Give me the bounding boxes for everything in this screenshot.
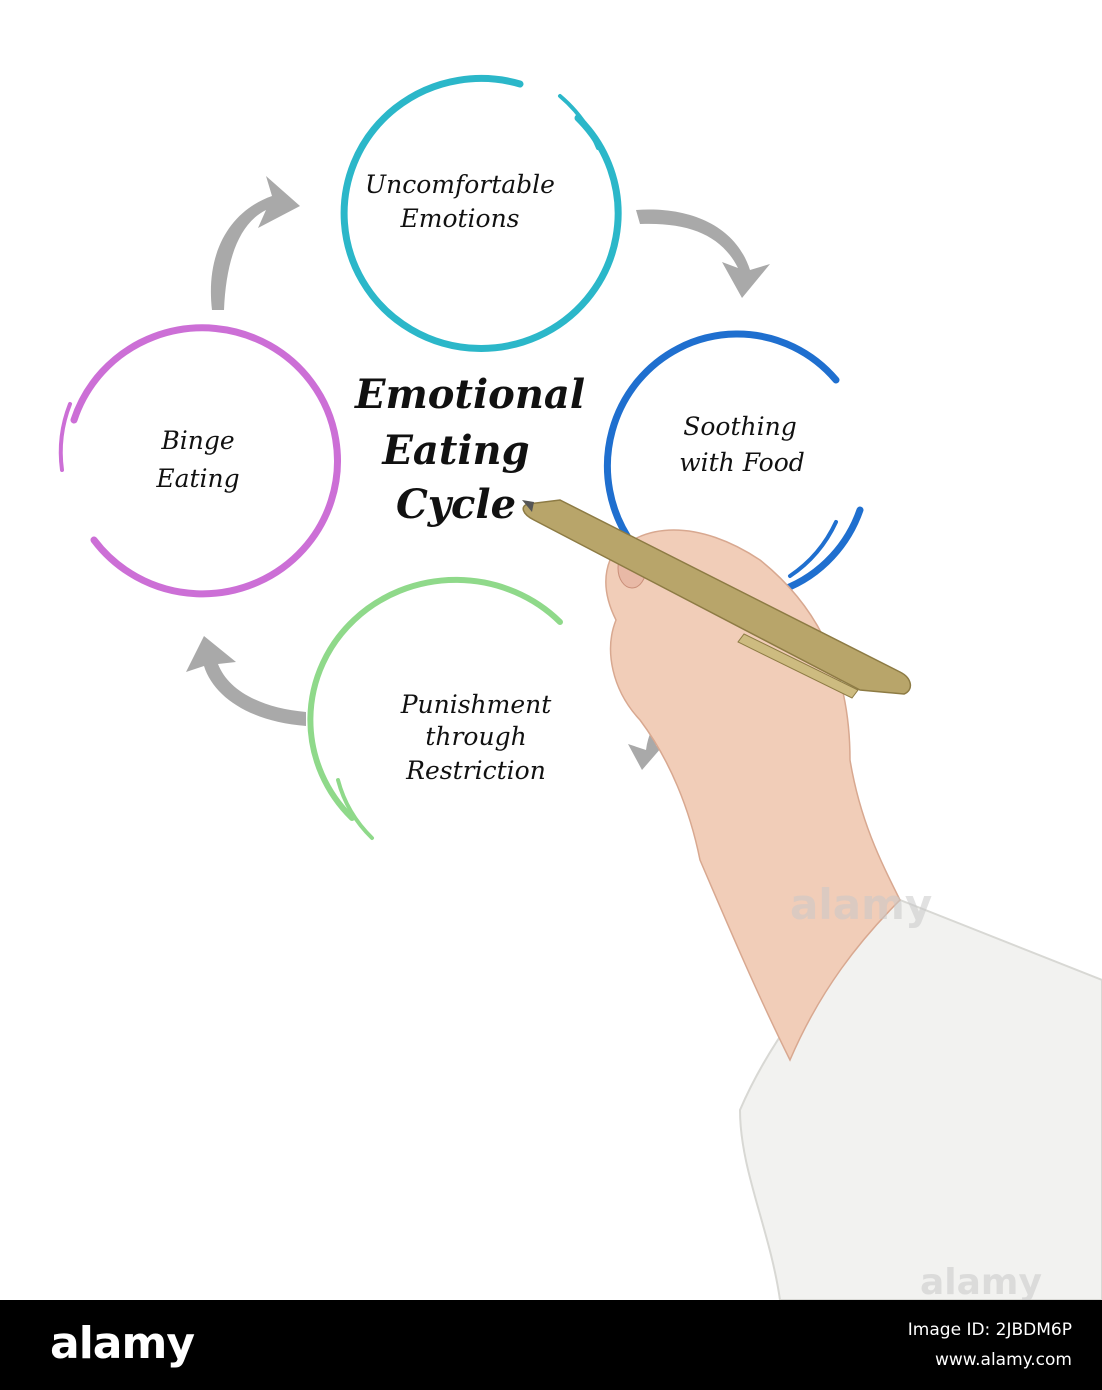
pen-clip [737,633,859,699]
node-binge-eating-line-2: Eating [156,464,240,493]
pen-body [522,499,912,695]
image-id-text: Image ID: 2JBDM6P [907,1320,1072,1340]
pen-tip [522,500,534,512]
diagram-title-line-3: Cycle [395,481,517,528]
ring-binge-eating [70,324,341,598]
node-punishment-line-1: Punishment [400,690,552,719]
node-uncomfortable-emotions-line-1: Uncomfortable [365,170,555,199]
hand-with-pen-illustration [522,499,1102,1301]
ring-punishment-through-restriction [307,576,563,821]
footer-bar: alamy Image ID: 2JBDM6P www.alamy.com [0,1300,1102,1390]
node-punishment-line-2: through [425,722,527,751]
ring-uncomfortable-emotions [340,74,622,352]
sleeve [738,898,1102,1301]
arrow-binge-to-emotions [210,176,300,310]
node-uncomfortable-emotions-line-2: Emotions [400,204,520,233]
node-soothing-with-food-line-1: Soothing [683,412,797,441]
diagram-title-line-2: Eating [382,427,530,474]
footer-logo: alamy [50,1318,195,1369]
arrow-emotions-to-soothing [636,209,770,298]
watermark-center: alamy [790,880,933,929]
ring-soothing-with-food-tail [788,520,838,578]
diagram-canvas: Emotional Eating Cycle Uncomfortable Emo… [58,74,1102,1303]
watermark-bottom: alamy [920,1262,1042,1303]
ring-binge-eating-tail [58,402,72,472]
arrow-punishment-to-binge [186,636,306,726]
ring-uncomfortable-emotions-tail [558,94,600,150]
node-binge-eating-line-1: Binge [161,426,235,455]
footer-url: www.alamy.com [934,1350,1072,1370]
cycle-diagram [58,74,1102,1301]
ring-punishment-through-restriction-tail [336,778,374,840]
node-soothing-with-food-line-2: with Food [679,448,805,477]
diagram-title-line-1: Emotional [354,371,586,418]
node-punishment-line-3: Restriction [406,756,546,785]
